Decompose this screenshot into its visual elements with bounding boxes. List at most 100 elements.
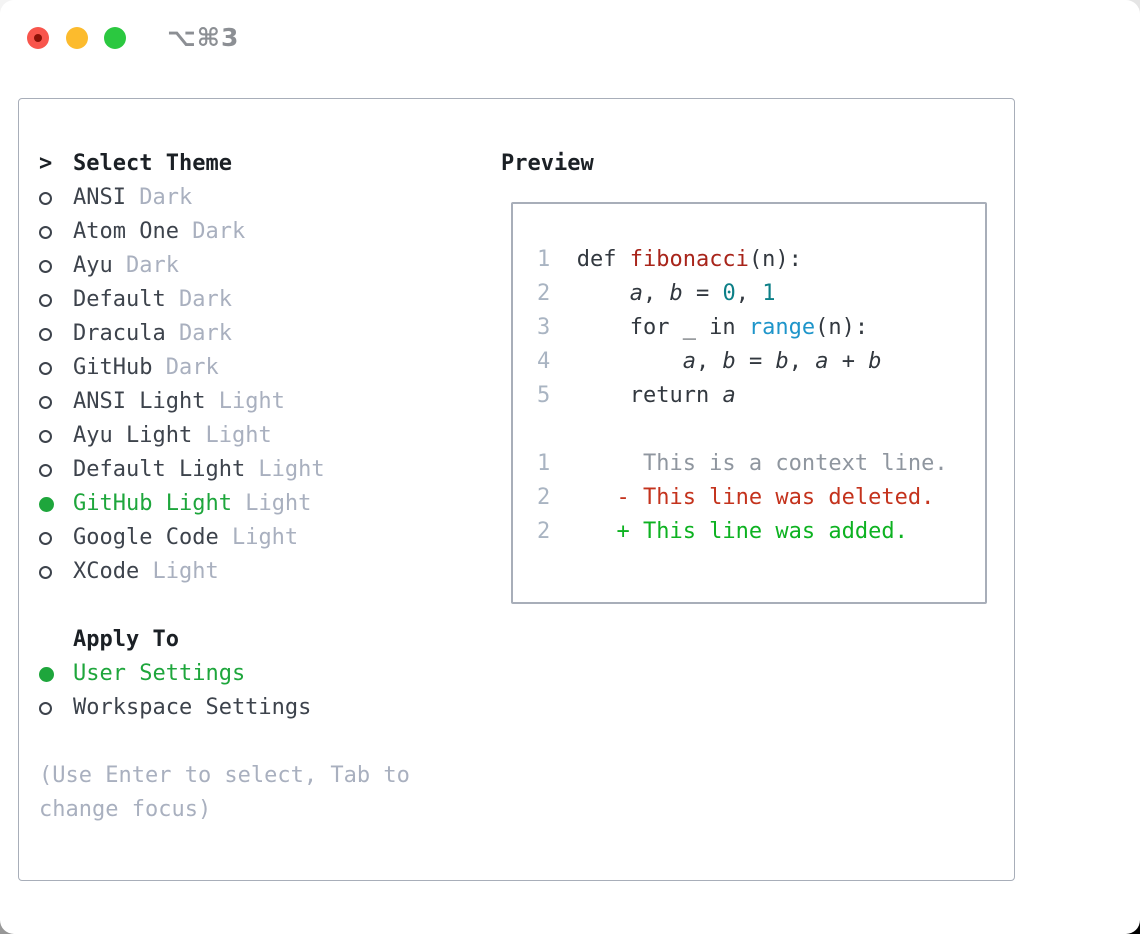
zoom-button[interactable] [104, 27, 126, 49]
diff-text: + This line was added. [576, 519, 908, 544]
code-line: 3 for _ in range(n): [537, 311, 985, 345]
spacer [39, 565, 73, 579]
code-line: 2 a, b = 0, 1 [537, 277, 985, 311]
code-token: , [695, 349, 723, 374]
code-token: 0 [722, 281, 736, 306]
hint-text: (Use Enter to select, Tab to change focu… [39, 759, 410, 827]
code-token: = [682, 281, 723, 306]
minimize-button[interactable] [66, 27, 88, 49]
theme-variant-label: Dark [152, 355, 219, 380]
theme-option-ansi[interactable]: ANSI Dark [39, 181, 410, 215]
theme-variant-label: Dark [125, 185, 193, 210]
theme-label: GitHub Light [73, 491, 232, 516]
theme-label: ANSI [73, 185, 126, 210]
theme-label: Atom One [73, 219, 179, 244]
theme-option-dracula[interactable]: Dracula Dark [39, 317, 410, 351]
code-token: range [748, 315, 816, 340]
line-number: 1 [537, 451, 551, 476]
code-token: , [642, 281, 670, 306]
theme-option-ayu-light[interactable]: Ayu Light Light [39, 419, 410, 453]
code-token: (n): [748, 247, 802, 272]
theme-label: XCode [73, 559, 140, 584]
line-number: 2 [537, 485, 551, 510]
theme-option-atom-one[interactable]: Atom One Dark [39, 215, 410, 249]
prompt-icon: > [39, 151, 53, 176]
line-number: 1 [537, 247, 551, 272]
radio-icon [39, 531, 52, 545]
code-token: = [735, 349, 776, 374]
preview-header: Preview [501, 147, 594, 181]
theme-option-google-code[interactable]: Google Code Light [39, 521, 410, 555]
spacer [39, 496, 73, 512]
theme-option-default[interactable]: Default Dark [39, 283, 410, 317]
radio-selected-icon [39, 666, 54, 682]
code-token: b [669, 281, 683, 306]
code-token: for _ in [576, 315, 749, 340]
theme-option-ayu[interactable]: Ayu Dark [39, 249, 410, 283]
spacer [39, 725, 410, 759]
code-token: b [775, 349, 789, 374]
code-token [577, 349, 683, 374]
line-number: 2 [537, 519, 551, 544]
titlebar: ⌥⌘3 [0, 0, 1140, 76]
theme-variant-label: Light [192, 423, 272, 448]
code-token: a [815, 349, 829, 374]
apply-to-option-workspace-settings[interactable]: Workspace Settings [39, 691, 410, 725]
theme-variant-label: Light [205, 389, 285, 414]
spacer [39, 589, 410, 623]
apply-to-header: Apply To [39, 623, 410, 657]
line-number: 3 [537, 315, 551, 340]
theme-option-github-light[interactable]: GitHub Light Light [39, 487, 410, 521]
spacer [39, 327, 73, 341]
radio-icon [39, 565, 52, 579]
theme-variant-label: Light [245, 457, 325, 482]
radio-icon [39, 701, 52, 715]
code-token: b [722, 349, 736, 374]
code-token: a [629, 281, 643, 306]
theme-label: Ayu Light [73, 423, 193, 448]
theme-variant-label: Dark [165, 321, 232, 346]
spacer [39, 701, 73, 715]
code-token: a [682, 349, 696, 374]
theme-variant-label: Light [139, 559, 219, 584]
spacer [39, 531, 73, 545]
diff-text: - This line was deleted. [576, 485, 935, 510]
code-token [577, 281, 630, 306]
theme-label: GitHub [73, 355, 153, 380]
window-shortcut-title: ⌥⌘3 [167, 23, 240, 52]
theme-variant-label: Dark [165, 287, 232, 312]
theme-label: Google Code [73, 525, 219, 550]
preview-title: Preview [501, 151, 594, 176]
spacer [39, 225, 73, 239]
select-theme-title: Select Theme [73, 151, 232, 176]
radio-icon [39, 463, 52, 477]
diff-line-context: 1 This is a context line. [537, 447, 985, 481]
diff-line-added: 2 + This line was added. [537, 515, 985, 549]
theme-label: Default [73, 287, 166, 312]
spacer [39, 666, 73, 682]
line-number: 4 [537, 349, 551, 374]
radio-icon [39, 225, 52, 239]
radio-icon [39, 395, 52, 409]
theme-option-ansi-light[interactable]: ANSI Light Light [39, 385, 410, 419]
close-button[interactable] [27, 27, 49, 49]
code-token: (n): [815, 315, 869, 340]
theme-option-github[interactable]: GitHub Dark [39, 351, 410, 385]
apply-to-option-user-settings[interactable]: User Settings [39, 657, 410, 691]
spacer [537, 413, 985, 447]
hint-line-2: change focus) [39, 797, 212, 822]
code-token: , [788, 349, 816, 374]
unsaved-dot-icon [34, 34, 42, 42]
code-token: def [576, 247, 630, 272]
theme-option-default-light[interactable]: Default Light Light [39, 453, 410, 487]
theme-label: Dracula [73, 321, 166, 346]
radio-icon [39, 361, 52, 375]
theme-option-xcode[interactable]: XCode Light [39, 555, 410, 589]
